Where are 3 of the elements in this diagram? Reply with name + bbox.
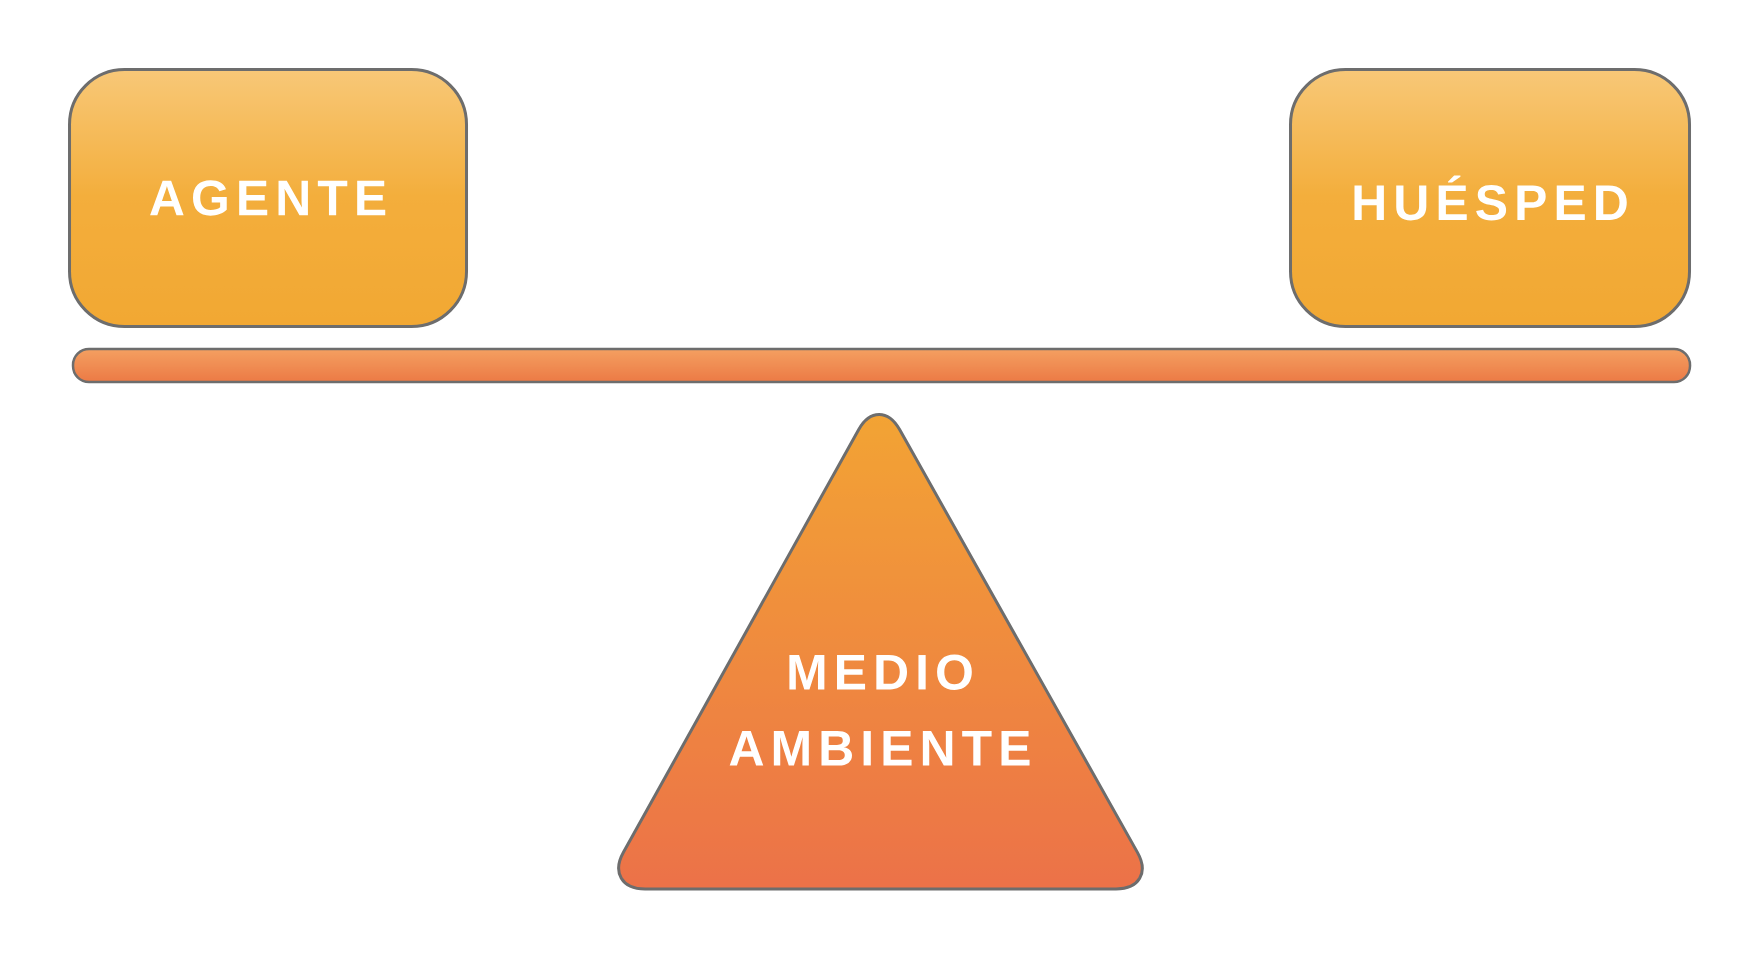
rounded-box: HUÉSPED <box>1289 68 1691 328</box>
rounded-box: AGENTE <box>68 68 468 328</box>
triangle: MEDIO AMBIENTE <box>617 412 1144 891</box>
